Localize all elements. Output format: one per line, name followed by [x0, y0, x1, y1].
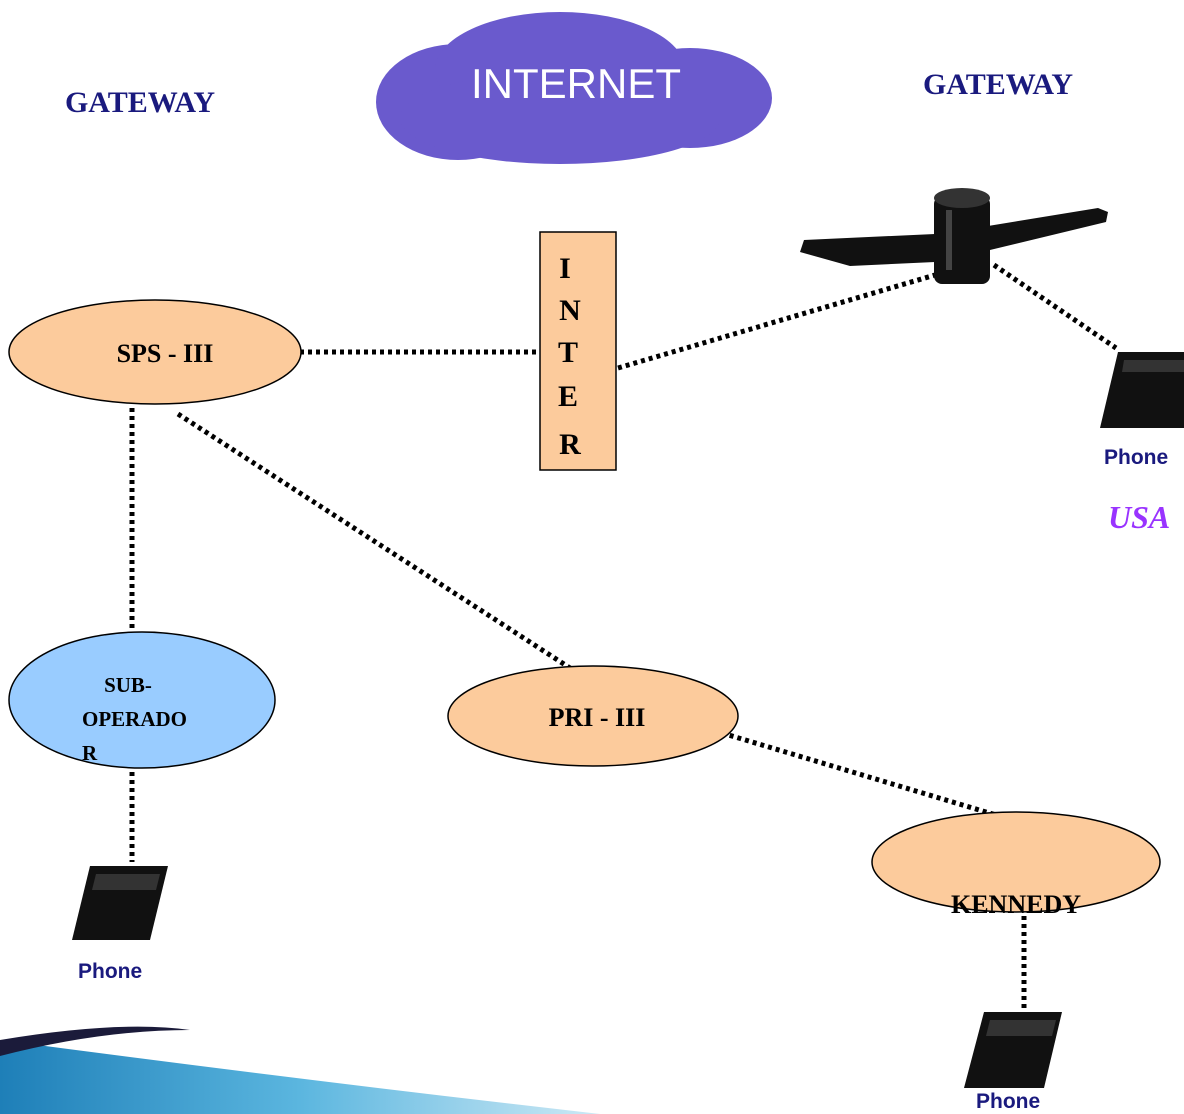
- inter-letter: N: [559, 294, 581, 327]
- phone-icon: [964, 1012, 1062, 1088]
- inter-letter: T: [558, 336, 578, 369]
- node-kennedy: KENNEDY: [871, 811, 1161, 919]
- node-pri-label: PRI - III: [549, 703, 646, 732]
- usa-label: USA: [1108, 499, 1170, 535]
- node-suboperador-label-2: OPERADO: [82, 707, 187, 731]
- inter-letter: R: [559, 428, 581, 461]
- link-satellite-phone: [992, 262, 1118, 351]
- inter-box: I N T E R: [539, 231, 617, 471]
- node-kennedy-label: KENNEDY: [951, 890, 1081, 919]
- inter-letter: E: [558, 380, 578, 413]
- phone-label-left: Phone: [78, 960, 142, 983]
- link-pri-kennedy: [721, 730, 1007, 821]
- node-suboperador-label-1: SUB-: [104, 673, 152, 697]
- phone-label-bottom: Phone: [976, 1090, 1040, 1113]
- internet-label: INTERNET: [471, 60, 681, 107]
- link-inter-satellite: [617, 272, 936, 371]
- gateway-label-right: GATEWAY: [923, 68, 1073, 101]
- phone-label-right: Phone: [1104, 446, 1168, 469]
- inter-letter: I: [559, 252, 571, 285]
- node-sps-label: SPS - III: [117, 339, 214, 368]
- node-suboperador-label-3: R: [82, 741, 98, 765]
- gateway-label-left: GATEWAY: [65, 86, 215, 119]
- phone-icon: [1100, 352, 1184, 428]
- link-sps-pri: [176, 411, 572, 671]
- node-suboperador: SUB- OPERADO R: [8, 631, 276, 769]
- bottom-swoosh-shadow: [0, 1026, 190, 1056]
- node-pri: PRI - III: [447, 665, 739, 767]
- internet-cloud: INTERNET: [376, 12, 772, 164]
- node-sps: SPS - III: [8, 299, 302, 405]
- bottom-swoosh: [0, 1040, 600, 1114]
- phone-icon: [72, 866, 168, 940]
- satellite-icon: [800, 188, 1108, 284]
